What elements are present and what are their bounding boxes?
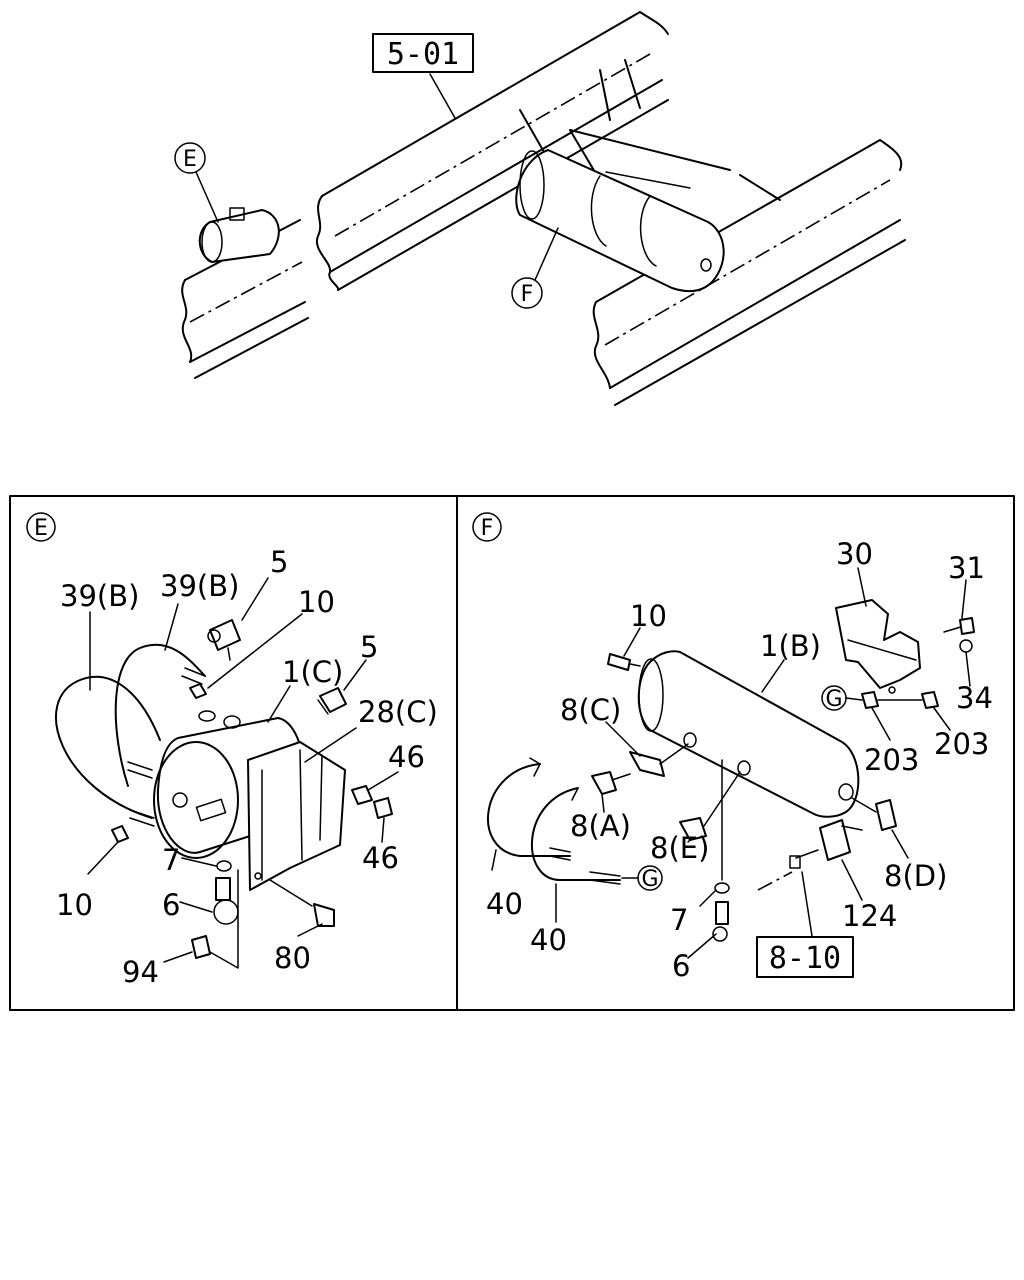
label-46-a: 46 — [388, 740, 425, 774]
fitting-5-right — [317, 687, 347, 715]
washer-7 — [714, 882, 730, 894]
label-6: 6 — [162, 888, 180, 922]
washer-34 — [959, 639, 973, 653]
label-39b-right: 39(B) — [160, 569, 239, 603]
label-5-right: 5 — [360, 630, 378, 664]
drain-valve-6 — [712, 901, 729, 942]
label-6: 6 — [672, 949, 690, 983]
panel-f-title-circle — [472, 512, 502, 542]
fitting-8d — [851, 797, 897, 831]
ref-box-5-01-label: 5-01 — [387, 37, 459, 72]
label-46-b: 46 — [362, 841, 399, 875]
drain-valve-6 — [213, 877, 239, 925]
leader-6-94 — [209, 869, 239, 969]
fitting-8a — [591, 771, 631, 795]
label-10-top: 10 — [298, 585, 335, 619]
label-31: 31 — [948, 551, 985, 585]
label-203-b: 203 — [934, 727, 989, 761]
label-7: 7 — [670, 903, 688, 937]
tank-1b — [637, 650, 860, 818]
air-tank-e — [198, 207, 280, 263]
callout-f[interactable] — [511, 277, 543, 309]
hose-40-b — [531, 787, 621, 881]
harness-link — [757, 871, 793, 891]
bracket-30 — [835, 599, 921, 694]
label-40-b: 40 — [530, 923, 567, 957]
washer-7 — [216, 860, 232, 872]
label-8a: 8(A) — [570, 809, 631, 843]
label-39b-left: 39(B) — [60, 579, 139, 613]
panel-e-title-circle — [26, 512, 56, 542]
nut-46-a — [351, 785, 373, 805]
label-80: 80 — [274, 941, 311, 975]
label-94: 94 — [122, 955, 159, 989]
label-28c: 28(C) — [358, 695, 438, 729]
hose-40-a — [486, 763, 571, 857]
bolt-80 — [269, 879, 335, 927]
label-7: 7 — [162, 843, 180, 877]
hose-39b-right — [114, 643, 206, 787]
label-8d: 8(D) — [884, 859, 947, 893]
panel-f-title: F — [481, 516, 494, 541]
label-124: 124 — [842, 899, 897, 933]
g-callout-bottom-label: G — [641, 867, 658, 892]
g-callout-mid-label: G — [825, 687, 842, 712]
plug-10-top — [189, 683, 207, 699]
plug-10 — [607, 653, 641, 671]
label-8c: 8(C) — [560, 693, 621, 727]
label-1c: 1(C) — [282, 655, 343, 689]
nut-94 — [191, 935, 211, 959]
nut-203-a — [861, 691, 879, 709]
nut-203-b — [921, 691, 939, 709]
air-tank-f — [515, 149, 725, 293]
frame-rail-main — [315, 11, 669, 291]
bolt-31 — [943, 617, 975, 635]
plug-10-bottom — [111, 825, 129, 843]
ref-box-8-10-label: 8-10 — [769, 941, 841, 976]
bracket-28c — [247, 741, 346, 891]
callout-f-label: F — [521, 282, 534, 307]
label-8e: 8(E) — [650, 831, 709, 865]
callout-e-label: E — [183, 147, 197, 172]
nut-46-b — [373, 797, 393, 819]
label-203-a: 203 — [864, 743, 919, 777]
panel-e-title: E — [34, 516, 48, 541]
panel-e: E — [26, 512, 438, 989]
fitting-8e — [679, 771, 741, 841]
fitting-5-top — [207, 619, 241, 661]
label-34: 34 — [956, 681, 993, 715]
label-40-a: 40 — [486, 887, 523, 921]
ref-box-5-01[interactable] — [372, 33, 474, 73]
label-10: 10 — [630, 599, 667, 633]
callout-e[interactable] — [174, 142, 206, 174]
ref-box-8-10[interactable] — [756, 936, 854, 978]
label-1b: 1(B) — [760, 629, 821, 663]
panel-f: F — [472, 512, 993, 983]
label-5-top: 5 — [270, 545, 288, 579]
detail-panels-frame — [9, 495, 1015, 1011]
pressure-switch-124 — [789, 819, 863, 869]
hose-39b-left — [55, 675, 161, 819]
overview-illustration: 5-01 E F — [174, 11, 906, 406]
label-10-bottom: 10 — [56, 888, 93, 922]
fitting-8c — [629, 743, 689, 777]
label-30: 30 — [836, 537, 873, 571]
